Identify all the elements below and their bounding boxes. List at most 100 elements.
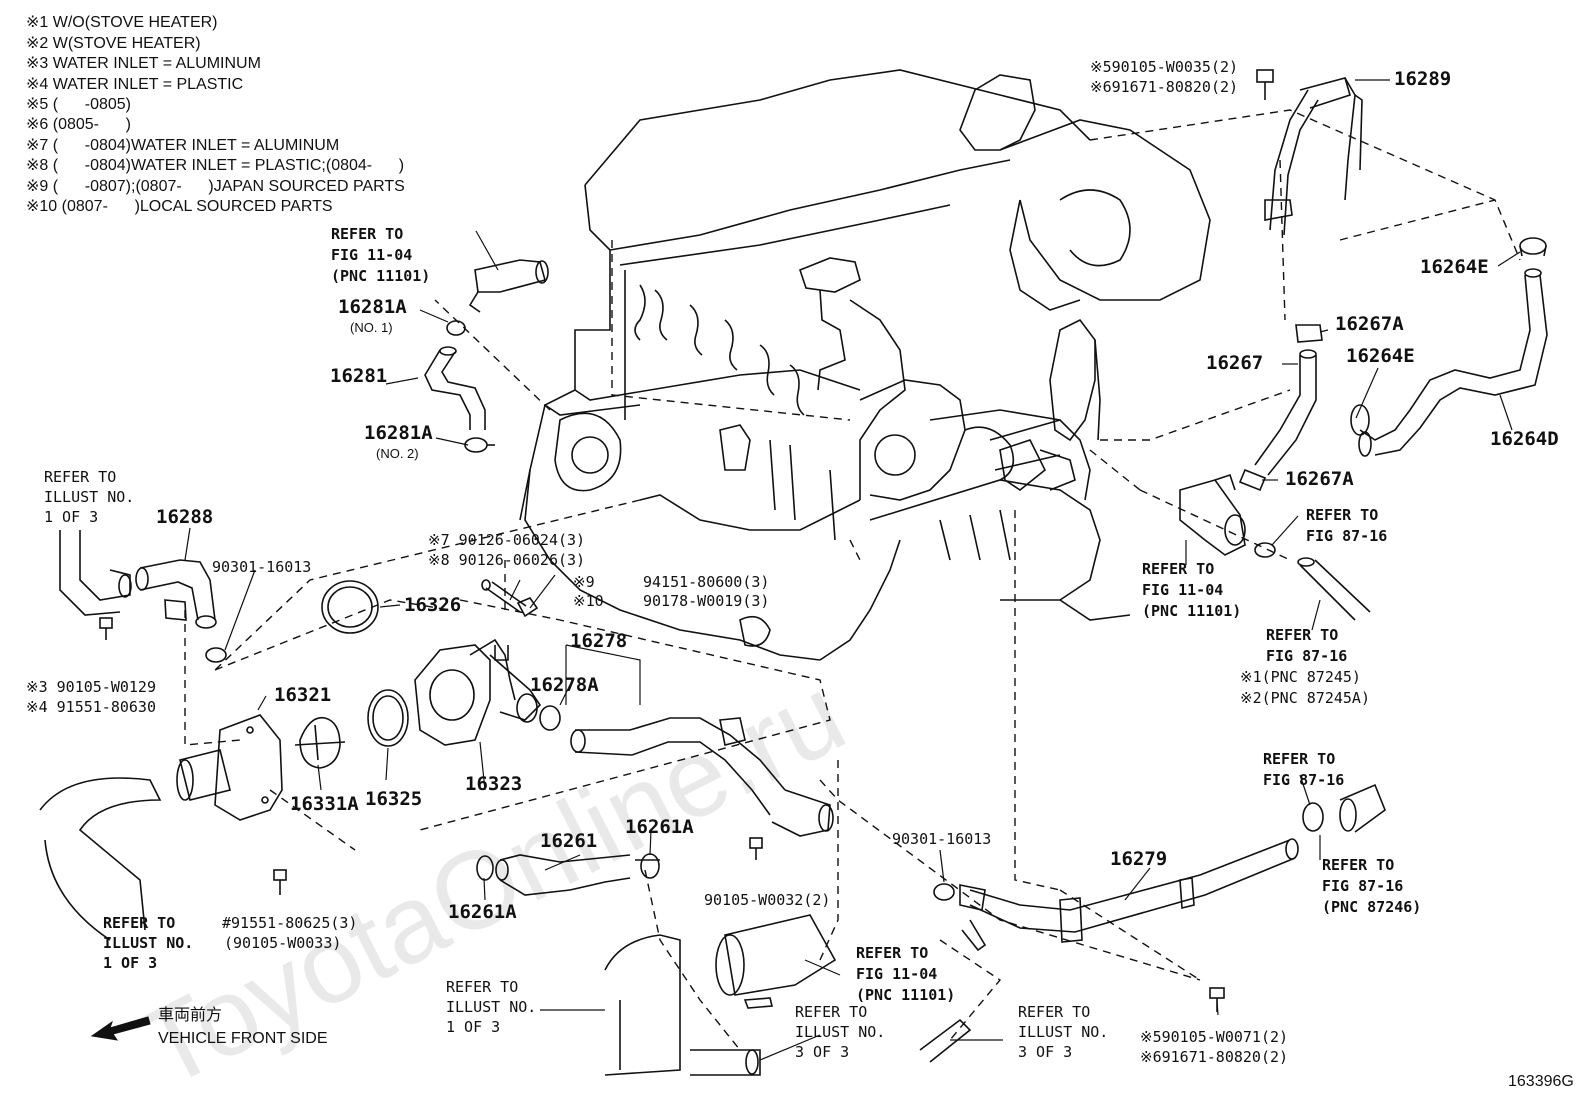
part-label-16281[interactable]: 16281 [330, 365, 388, 387]
pipe-refer-top [468, 259, 549, 313]
housing-16323 [414, 638, 542, 746]
callout-bolt-top-1: ※590105-W0035(2) [1090, 58, 1239, 76]
callout-bolt-bottom-2: ※691671-80820(2) [1140, 1048, 1289, 1066]
callout-90105-w0032: 90105-W0032(2) [704, 891, 831, 909]
legend-line-1: ※1 W/O(STOVE HEATER) [26, 14, 218, 31]
hose-16289 [1264, 77, 1363, 236]
dashed-leaders [184, 109, 1521, 1051]
part-label-16264D[interactable]: 16264D [1490, 428, 1559, 450]
part-label-16261A-right[interactable]: 16261A [625, 816, 694, 838]
part-label-16289[interactable]: 16289 [1394, 68, 1452, 90]
callout-bolt-3: ※3 90105-W0129 [26, 678, 156, 696]
part-label-16261[interactable]: 16261 [540, 830, 598, 852]
hose-16281 [424, 346, 486, 430]
part-label-16267A-bottom[interactable]: 16267A [1285, 468, 1354, 490]
legend-line-3: ※3 WATER INLET = ALUMINUM [26, 55, 261, 72]
part-label-16264E-mid[interactable]: 16264E [1346, 345, 1415, 367]
callout-94151-80600: 94151-80600(3) [643, 573, 770, 591]
clamp-16281A-no2 [464, 437, 495, 453]
legend-line-7: ※7 ( -0804)WATER INLET = ALUMINUM [26, 137, 340, 154]
part-label-16279[interactable]: 16279 [1110, 848, 1168, 870]
clamp-16267A-top [1295, 324, 1323, 343]
clamp-right-87-16 [1254, 542, 1276, 558]
note-no1: (NO. 1) [350, 320, 393, 335]
bolt-90105-w0032 [749, 837, 763, 860]
legend-line-5: ※5 ( -0805) [26, 96, 131, 113]
note-no2: (NO. 2) [376, 446, 419, 461]
bolt-3-4 [99, 617, 113, 640]
hose-bottom-center [604, 934, 681, 1076]
callout-90178-w0019: 90178-W0019(3) [643, 592, 770, 610]
callout-bolt-bottom-1: ※590105-W0071(2) [1140, 1028, 1289, 1046]
callout-90126-06026: ※8 90126-06026(3) [428, 551, 586, 569]
clamp-16267A-bottom [1238, 468, 1267, 492]
bolt-9-10 [516, 597, 539, 618]
part-label-16331A[interactable]: 16331A [290, 793, 359, 815]
callout-bolt-top-2: ※691671-80820(2) [1090, 78, 1239, 96]
pipe-16288 [135, 559, 217, 629]
clamp-16261A-left [476, 855, 494, 881]
clamp-16261A-right [635, 853, 660, 879]
part-label-16325[interactable]: 16325 [365, 788, 423, 810]
callout-note-10: ※10 [573, 592, 604, 610]
hose-16261 [495, 854, 631, 896]
engine-block [519, 69, 1211, 661]
hose-left-illust [59, 530, 132, 616]
direction-label-en: VEHICLE FRONT SIDE [158, 1030, 328, 1047]
part-label-16281A-no1[interactable]: 16281A [338, 296, 407, 318]
leader-lines [184, 79, 1521, 1061]
legend-line-10: ※10 (0807- )LOCAL SOURCED PARTS [26, 198, 333, 215]
oring-90301-b [933, 883, 955, 901]
part-label-16326[interactable]: 16326 [404, 594, 462, 616]
hose-right-87-16 [1297, 557, 1371, 621]
legend-line-6: ※6 (0805- ) [26, 116, 131, 133]
part-label-16264E-top[interactable]: 16264E [1420, 256, 1489, 278]
callout-90126-06024: ※7 90126-06024(3) [428, 531, 586, 549]
gasket-16326 [321, 580, 379, 634]
clamp-16264E-mid [1350, 404, 1370, 436]
legend-line-8: ※8 ( -0804)WATER INLET = PLASTIC;(0804- … [26, 157, 405, 174]
oring-90301-a [205, 647, 227, 663]
callout-90301-16013-top: 90301-16013 [212, 558, 312, 576]
part-label-16281A-no2[interactable]: 16281A [364, 422, 433, 444]
pipe-illust-3b [919, 1018, 972, 1063]
thermostat-16331A [294, 716, 346, 769]
part-label-16261A-left[interactable]: 16261A [448, 901, 517, 923]
part-label-16323[interactable]: 16323 [465, 773, 523, 795]
part-label-16278[interactable]: 16278 [570, 630, 628, 652]
pipe-illust-3a [690, 1049, 761, 1076]
direction-label-jp: 車両前方 [158, 1007, 223, 1024]
part-label-16267[interactable]: 16267 [1206, 352, 1264, 374]
oring-16278A [539, 705, 561, 731]
bolt-91551-80625 [273, 869, 287, 895]
part-label-16288[interactable]: 16288 [156, 506, 214, 528]
figure-code: 163396G [1508, 1073, 1574, 1090]
hose-87-16-d [1339, 783, 1386, 833]
legend-line-4: ※4 WATER INLET = PLASTIC [26, 76, 244, 93]
callout-91551-80625: #91551-80625(3) [222, 914, 358, 932]
hose-bottom-left [39, 777, 162, 941]
part-label-16278A[interactable]: 16278A [530, 674, 599, 696]
bolt-top [1256, 69, 1274, 100]
callout-90105-w0033: (90105-W0033) [224, 934, 342, 952]
inlet-16321 [176, 714, 283, 821]
part-label-16267A-top[interactable]: 16267A [1335, 313, 1404, 335]
pipe-16279 [959, 838, 1299, 952]
clamp-16264E-top [1519, 237, 1547, 257]
vehicle-front-arrow [90, 1016, 151, 1041]
clamp-87-16-c [1302, 802, 1324, 832]
gasket-16325 [367, 689, 409, 747]
callout-note-9: ※9 [573, 573, 595, 591]
clamp-16281A-no1 [446, 320, 466, 336]
legend-line-9: ※9 ( -0807);(0807- )JAPAN SOURCED PARTS [26, 178, 405, 195]
callout-90301-16013-bottom: 90301-16013 [892, 830, 992, 848]
part-label-16321[interactable]: 16321 [274, 684, 332, 706]
pipe-16278 [570, 717, 834, 837]
legend-line-2: ※2 W(STOVE HEATER) [26, 35, 201, 52]
callout-bolt-4: ※4 91551-80630 [26, 698, 156, 716]
pipe-refer-bottom [715, 914, 837, 1009]
water-outlet-right [1179, 473, 1246, 556]
hose-16267 [1254, 349, 1317, 476]
